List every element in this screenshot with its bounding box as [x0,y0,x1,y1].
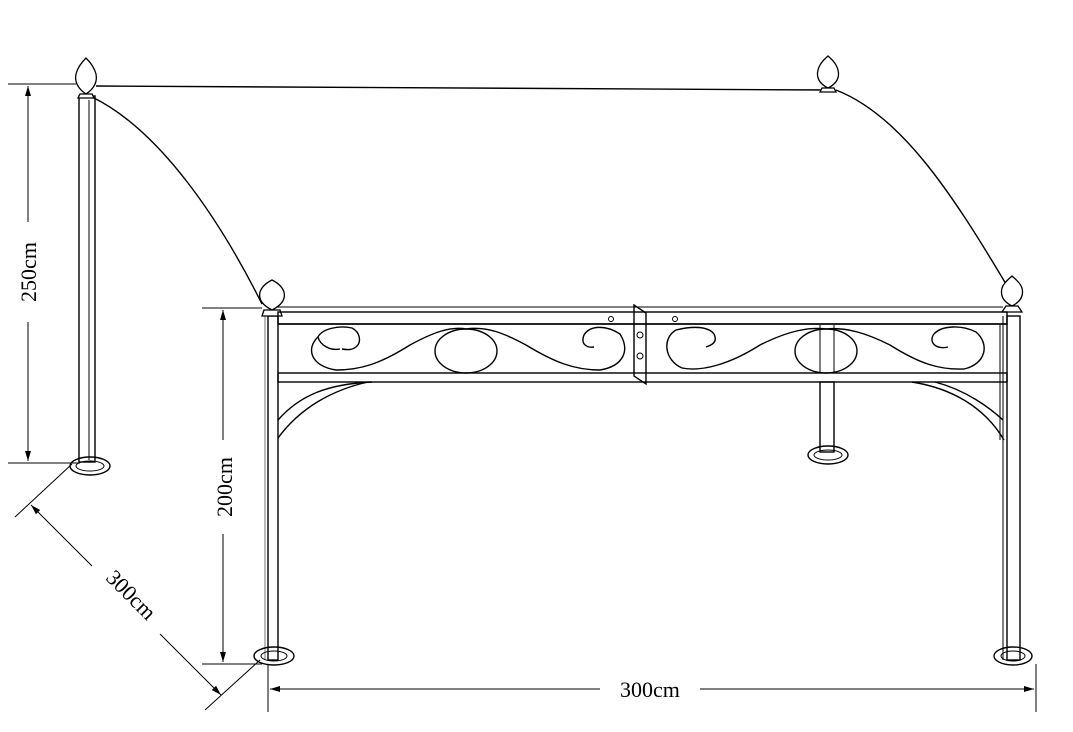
finial-front-left [258,279,286,317]
corner-bracket-right [911,325,1005,441]
dimension-front-height: 200cm [202,307,262,665]
finial-back-left [74,57,98,99]
scroll-ornament-left [310,326,626,374]
label-250cm: 250cm [16,242,41,302]
label-300cm-width: 300cm [620,677,680,702]
dimension-back-height: 250cm [8,83,80,464]
front-beam [277,303,1008,386]
back-right-post [807,381,849,465]
finial-back-right [816,55,840,93]
corner-bracket-left [277,381,373,439]
label-200cm: 200cm [212,457,237,517]
finial-front-right [1000,275,1024,313]
label-300cm-depth: 300cm [101,565,161,625]
scroll-ornament-right [666,326,985,374]
back-left-post [69,95,111,476]
canopy [91,85,1007,308]
front-left-post [253,315,295,666]
dimension-width: 300cm [267,664,1037,712]
